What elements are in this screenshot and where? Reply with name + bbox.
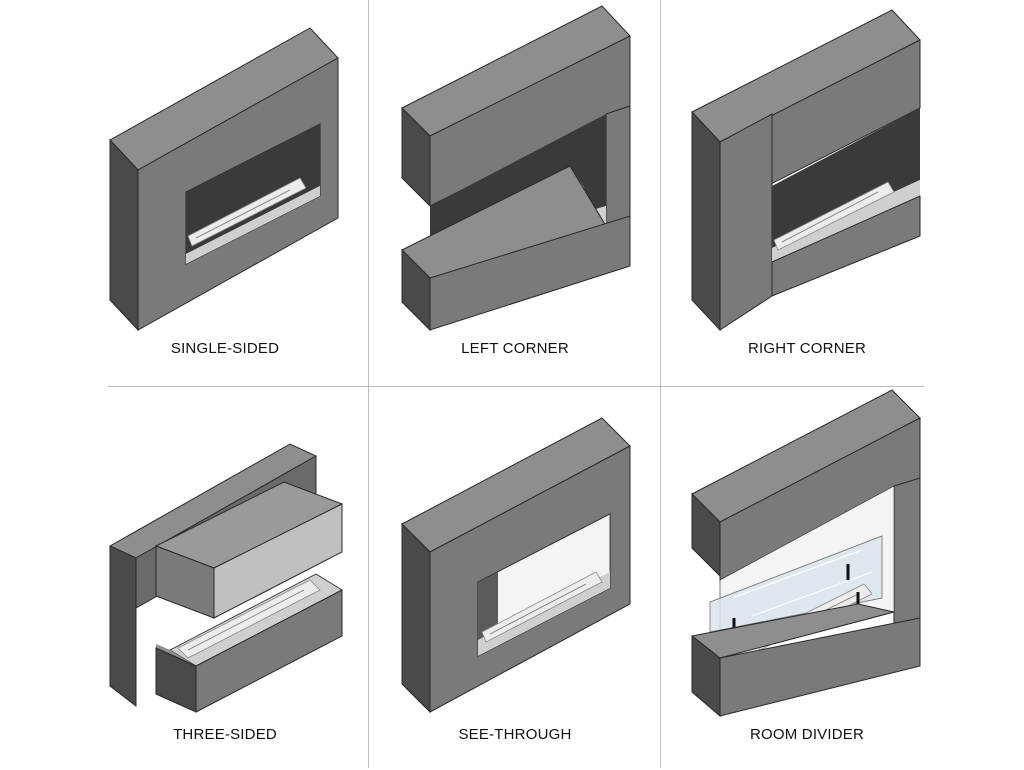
panel-left-corner: LEFT CORNER xyxy=(370,0,660,384)
panel-single-sided: SINGLE-SIDED xyxy=(80,0,370,384)
three-sided-fireplace-icon xyxy=(108,443,344,713)
panel-three-sided: THREE-SIDED xyxy=(80,386,370,770)
right-corner-fireplace-icon xyxy=(691,9,921,332)
caption-room-divider: ROOM DIVIDER xyxy=(749,726,865,743)
caption-three-sided: THREE-SIDED xyxy=(173,726,277,743)
left-corner-fireplace-icon xyxy=(401,5,631,332)
vertical-divider-right xyxy=(660,0,661,768)
caption-right-corner: RIGHT CORNER xyxy=(748,340,866,357)
panel-see-through: SEE-THROUGH xyxy=(370,386,660,770)
see-through-fireplace-icon xyxy=(401,417,631,714)
single-sided-fireplace-icon xyxy=(109,27,339,332)
panel-room-divider: ROOM DIVIDER xyxy=(662,386,952,770)
vertical-divider-left xyxy=(368,0,369,768)
horizontal-divider xyxy=(108,386,924,387)
caption-left-corner: LEFT CORNER xyxy=(461,340,569,357)
panel-right-corner: RIGHT CORNER xyxy=(662,0,952,384)
caption-see-through: SEE-THROUGH xyxy=(458,726,572,743)
room-divider-fireplace-icon xyxy=(690,389,921,718)
caption-single-sided: SINGLE-SIDED xyxy=(170,340,280,357)
